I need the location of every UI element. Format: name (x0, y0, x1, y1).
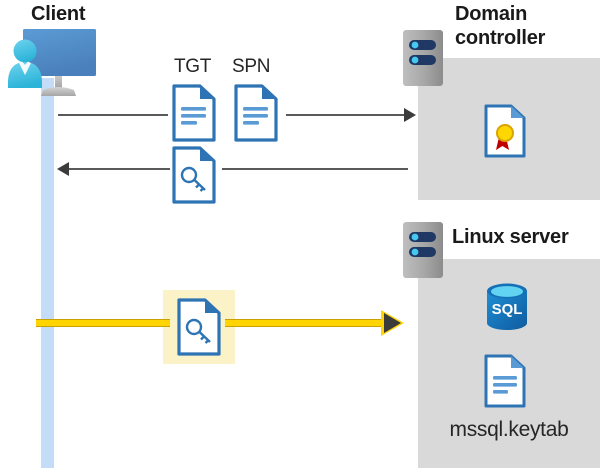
document-icon-spn (234, 84, 278, 142)
arrowhead-right-highlight-inner (384, 313, 401, 333)
certificate-document-icon (484, 104, 526, 158)
server-rack-icon-domain-controller (403, 30, 443, 86)
linux-server-title: Linux server (452, 226, 569, 248)
arrowhead-right-request (404, 108, 416, 122)
domain-controller-title: Domain controller (455, 2, 600, 50)
user-computer-icon (8, 28, 104, 98)
client-title: Client (31, 3, 86, 25)
flow-line-request-right (286, 114, 408, 116)
arrowhead-left-response (57, 162, 69, 176)
tgt-label: TGT (174, 56, 212, 77)
spn-label: SPN (232, 56, 271, 77)
document-key-icon-presented-ticket (177, 298, 221, 356)
document-icon-tgt (172, 84, 216, 142)
flow-line-response-right (222, 168, 408, 170)
client-lifeline (41, 78, 54, 468)
domain-controller-title-line1: Domain (455, 3, 528, 25)
flow-line-response-left (66, 168, 170, 170)
keytab-filename-label: mssql.keytab (449, 418, 569, 441)
server-rack-icon-linux-server (403, 222, 443, 278)
svg-text:SQL: SQL (492, 301, 523, 318)
domain-controller-title-line2: controller (455, 27, 546, 49)
document-key-icon-service-ticket (172, 146, 216, 204)
sql-database-icon: SQL (483, 282, 531, 332)
flow-line-request-left (58, 114, 168, 116)
flow-line-highlight-left (36, 319, 170, 327)
flow-line-highlight-right (225, 319, 385, 327)
document-icon-keytab (484, 354, 526, 408)
